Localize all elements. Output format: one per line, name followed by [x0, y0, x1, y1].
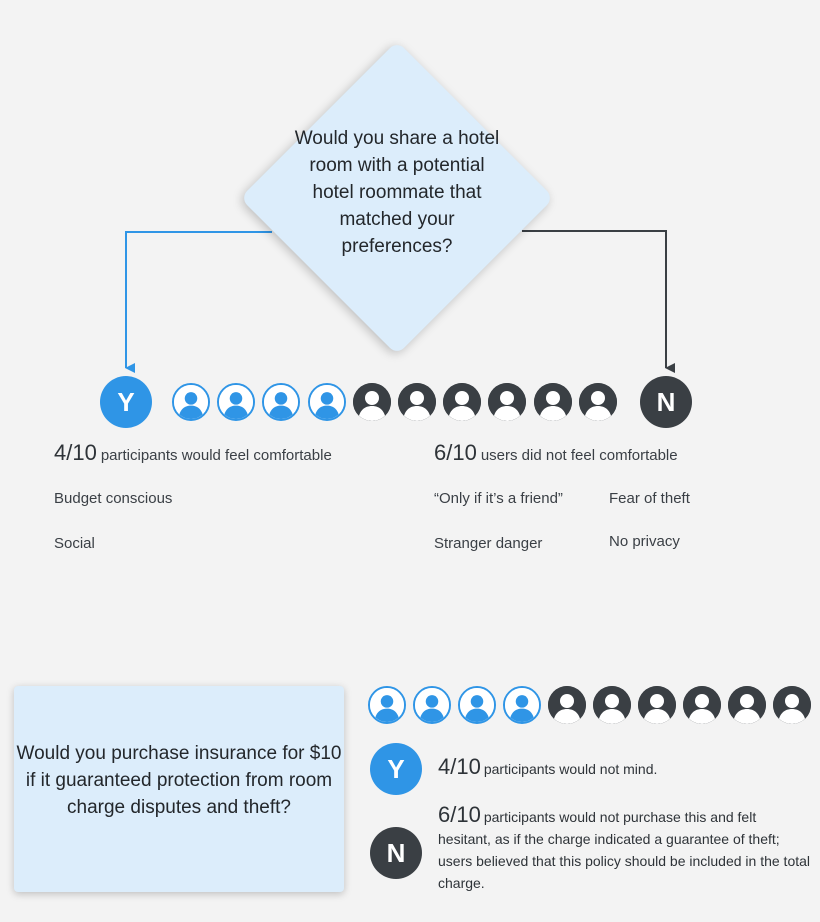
- yes-connector: [125, 231, 272, 373]
- no-stat-2-text: participants would not purchase this and…: [438, 809, 811, 891]
- yes-stat-number: 4/10: [54, 440, 97, 465]
- question-box: [14, 686, 344, 892]
- person-icon: [683, 686, 721, 724]
- person-icon: [262, 383, 301, 421]
- no-stat-2-number: 6/10: [438, 802, 481, 827]
- no-reason: Fear of theft: [609, 490, 690, 507]
- no-reason: Stranger danger: [434, 535, 543, 552]
- person-icon: [458, 686, 496, 724]
- yes-reason: Social: [54, 535, 95, 552]
- yes-stat-2-number: 4/10: [438, 754, 481, 779]
- yes-stat-2-text: participants would not mind.: [483, 761, 658, 777]
- yes-circle: Y: [100, 376, 152, 428]
- person-icon: [217, 383, 256, 421]
- person-icon: [773, 686, 811, 724]
- person-icon: [368, 686, 406, 724]
- person-icon: [307, 383, 346, 421]
- no-reason: No privacy: [609, 533, 680, 550]
- person-icon: [398, 383, 436, 421]
- person-icon: [728, 686, 766, 724]
- person-icon: [578, 383, 617, 421]
- yes-reason: Budget conscious: [54, 490, 173, 507]
- person-icon: [443, 383, 482, 421]
- question-2-text: Would you purchase insurance for $10 if …: [16, 743, 342, 818]
- person-icon: [533, 383, 572, 421]
- no-circle: N: [640, 376, 692, 428]
- no-reason: “Only if it’s a friend”: [434, 490, 563, 507]
- person-icon: [548, 686, 586, 724]
- person-icon: [638, 686, 676, 724]
- person-icon: [352, 383, 391, 421]
- person-icon: [413, 686, 451, 724]
- no-stat-number: 6/10: [434, 440, 477, 465]
- person-icon: [593, 686, 631, 724]
- no-stat-text: users did not feel comfortable: [480, 447, 678, 464]
- no-connector: [522, 230, 675, 373]
- yes-stat-text: participants would feel comfortable: [100, 447, 332, 464]
- person-icon: [172, 383, 210, 421]
- person-icon: [488, 383, 527, 421]
- yes-circle: Y: [370, 743, 422, 795]
- person-icon: [503, 686, 541, 724]
- question-1-text: Would you share a hotel room with a pote…: [294, 128, 500, 257]
- no-circle: N: [370, 827, 422, 879]
